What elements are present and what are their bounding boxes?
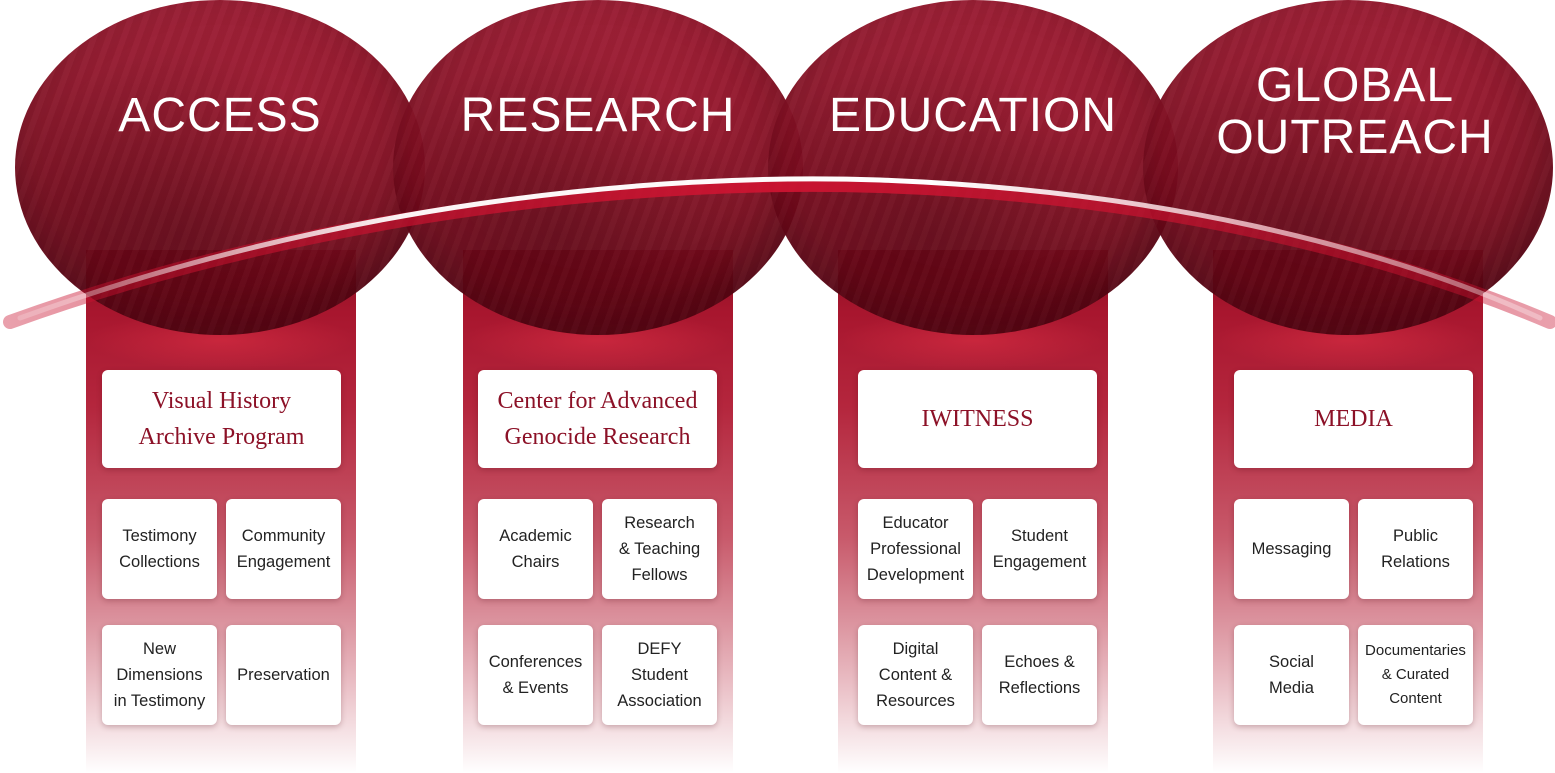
pillar-circle-global-outreach: [1143, 0, 1553, 335]
program-card-global-outreach: MEDIA: [1234, 370, 1473, 468]
item-card: Student Engagement: [982, 499, 1097, 599]
item-card: Digital Content & Resources: [858, 625, 973, 725]
item-card: Educator Professional Development: [858, 499, 973, 599]
item-card: Echoes & Reflections: [982, 625, 1097, 725]
item-card: Preservation: [226, 625, 341, 725]
pillar-circle-education: [768, 0, 1178, 335]
item-card: DEFY Student Association: [602, 625, 717, 725]
program-card-access: Visual History Archive Program: [102, 370, 341, 468]
item-card: New Dimensions in Testimony: [102, 625, 217, 725]
item-card: Research & Teaching Fellows: [602, 499, 717, 599]
item-card: Public Relations: [1358, 499, 1473, 599]
item-card: Conferences & Events: [478, 625, 593, 725]
pillar-title-education: EDUCATION: [828, 89, 1118, 142]
pillar-title-global-outreach: GLOBAL OUTREACH: [1216, 59, 1494, 164]
pillar-title-access: ACCESS: [118, 89, 322, 142]
program-card-education: IWITNESS: [858, 370, 1097, 468]
item-card: Community Engagement: [226, 499, 341, 599]
item-card: Messaging: [1234, 499, 1349, 599]
item-card: Documentaries & Curated Content: [1358, 625, 1473, 725]
program-card-research: Center for Advanced Genocide Research: [478, 370, 717, 468]
pillar-circle-research: [393, 0, 803, 335]
item-card: Social Media: [1234, 625, 1349, 725]
pillar-title-research: RESEARCH: [460, 89, 736, 142]
item-card: Testimony Collections: [102, 499, 217, 599]
pillar-circle-access: [15, 0, 425, 335]
item-card: Academic Chairs: [478, 499, 593, 599]
